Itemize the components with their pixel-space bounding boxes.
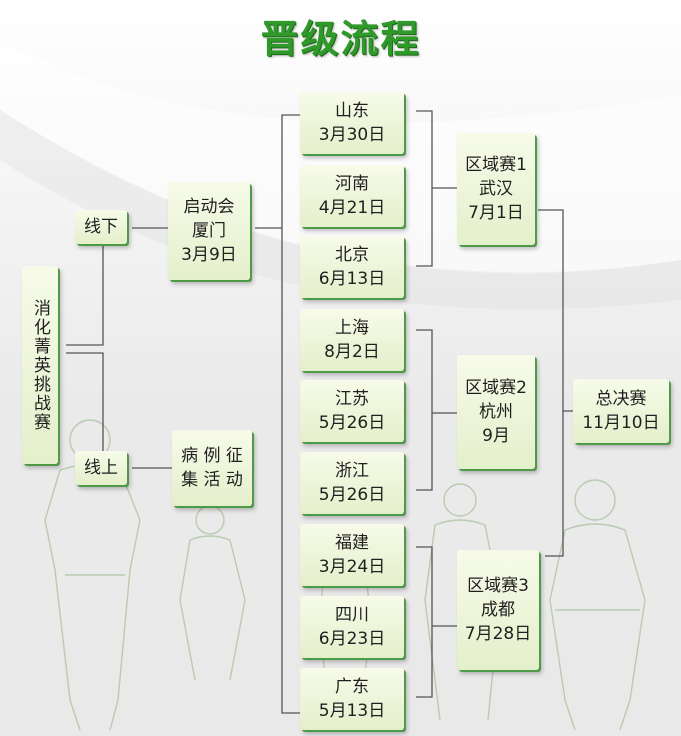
regional-city: 杭州 (479, 402, 513, 422)
province-node: 福建 3月24日 (300, 524, 404, 586)
province-node: 浙江 5月26日 (300, 452, 404, 514)
province-node: 河南 4月21日 (300, 165, 404, 227)
connector-root-offline (66, 240, 104, 346)
offline-label: 线下 (84, 217, 118, 237)
province-date: 3月30日 (318, 125, 386, 145)
province-node: 四川 6月23日 (300, 596, 404, 658)
province-date: 5月26日 (318, 413, 386, 433)
kickoff-city: 厦门 (192, 221, 226, 241)
province-date: 6月23日 (318, 629, 386, 649)
province-name: 河南 (335, 174, 369, 194)
province-date: 6月13日 (318, 269, 386, 289)
regional-name: 区域赛3 (467, 576, 529, 596)
province-node: 广东 5月13日 (300, 668, 404, 730)
regional-name: 区域赛1 (465, 155, 527, 175)
kickoff-date: 3月9日 (181, 245, 237, 265)
case-collection-line1: 病 例 征 (181, 446, 243, 466)
province-date: 8月2日 (324, 342, 380, 362)
regional-date: 7月1日 (468, 203, 524, 223)
doctor-figure-right (549, 479, 646, 731)
province-name: 山东 (335, 101, 369, 121)
province-name: 北京 (335, 245, 369, 265)
province-date: 5月13日 (318, 701, 386, 721)
regional-date: 7月28日 (464, 624, 532, 644)
province-node: 山东 3月30日 (300, 92, 404, 154)
page-title: 晋级流程 (260, 17, 421, 61)
regional-city: 武汉 (479, 179, 513, 199)
province-name: 浙江 (335, 461, 369, 481)
connector-regionals-final (538, 209, 573, 557)
province-name: 福建 (335, 533, 369, 553)
province-node: 北京 6月13日 (300, 236, 404, 298)
province-date: 5月26日 (318, 485, 386, 505)
case-collection-node: 病 例 征 集 活 动 (172, 430, 252, 506)
root-label: 消化菁英挑战赛 (30, 298, 50, 432)
province-name: 江苏 (335, 389, 369, 409)
regional-node: 区域赛1 武汉 7月1日 (457, 133, 535, 245)
offline-node: 线下 (75, 210, 127, 244)
province-name: 四川 (335, 605, 369, 625)
kickoff-label: 启动会 (183, 197, 235, 217)
regional-name: 区域赛2 (465, 378, 527, 398)
connector-root-online (66, 352, 104, 453)
province-name: 广东 (335, 677, 369, 697)
regional-date: 9月 (482, 426, 510, 446)
connector-group1-bracket (416, 110, 457, 267)
province-node: 上海 8月2日 (300, 309, 404, 371)
province-node: 江苏 5月26日 (300, 380, 404, 442)
connector-group3-bracket (416, 546, 457, 698)
online-node: 线上 (75, 451, 127, 485)
doctor-figure-middle (179, 505, 246, 681)
root-node: 消化菁英挑战赛 (22, 266, 58, 464)
final-date: 11月10日 (582, 413, 660, 433)
regional-city: 成都 (481, 600, 515, 620)
connector-provinces-spine (281, 114, 300, 714)
regional-node: 区域赛2 杭州 9月 (457, 355, 535, 469)
final-name: 总决赛 (595, 389, 647, 409)
province-date: 4月21日 (318, 198, 386, 218)
final-node: 总决赛 11月10日 (573, 379, 669, 443)
province-date: 3月24日 (318, 557, 386, 577)
case-collection-line2: 集 活 动 (181, 470, 243, 490)
online-label: 线上 (84, 458, 118, 478)
regional-node: 区域赛3 成都 7月28日 (457, 550, 539, 670)
province-name: 上海 (335, 318, 369, 338)
kickoff-node: 启动会 厦门 3月9日 (168, 182, 250, 280)
connector-group2-bracket (416, 329, 457, 491)
